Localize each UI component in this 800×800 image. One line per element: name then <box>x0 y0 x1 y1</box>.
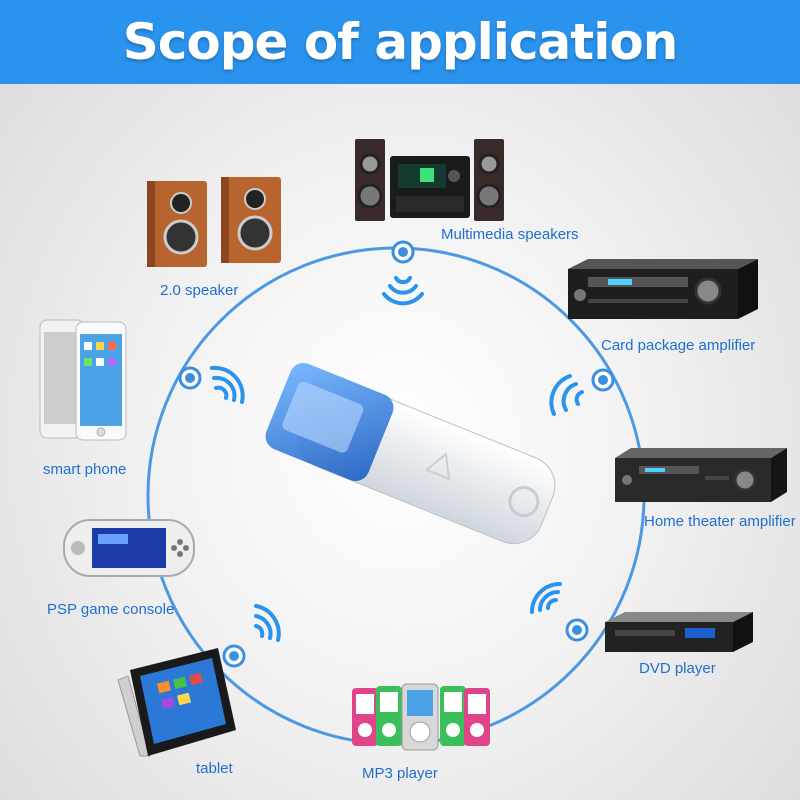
wifi-signal-icon <box>210 365 245 404</box>
device-label-mp3-player: MP3 player <box>362 765 438 782</box>
dvd-player-icon <box>605 612 753 652</box>
wifi-signal-icon <box>382 276 424 306</box>
device-label-multimedia-speakers: Multimedia speakers <box>441 226 579 243</box>
ring-node-bottom-left <box>222 644 246 668</box>
ring-node-top <box>391 240 415 264</box>
device-label-card-package-amplifier: Card package amplifier <box>601 337 756 354</box>
wifi-signal-icon <box>549 374 584 416</box>
psp-console-icon <box>63 519 195 577</box>
usb-bluetooth-dongle-icon <box>265 362 556 545</box>
ring-node-left <box>178 366 202 390</box>
device-label-dvd-player: DVD player <box>639 660 716 677</box>
ring-node-right <box>591 368 615 392</box>
tablet-icon <box>117 648 236 757</box>
hifi-system-icon <box>355 139 504 221</box>
mp3-player-icon <box>352 683 490 751</box>
device-label-2-0-speaker: 2.0 speaker <box>160 282 239 299</box>
wifi-signal-icon <box>530 582 562 614</box>
page-title: Scope of application <box>122 13 679 71</box>
ring-node-bottom-right <box>565 618 589 642</box>
device-label-tablet: tablet <box>196 760 233 777</box>
speaker-pair-icon <box>147 177 281 267</box>
smartphone-icon <box>39 319 127 441</box>
header-banner: Scope of application <box>0 0 800 84</box>
wifi-signal-icon <box>254 604 281 642</box>
amplifier-icon <box>568 259 758 319</box>
home-theater-amplifier-icon <box>615 448 787 502</box>
device-label-smart-phone: smart phone <box>43 461 127 478</box>
device-label-home-theater-amplifier: Home theater amplifier <box>644 513 796 530</box>
device-label-psp-game-console: PSP game console <box>47 601 175 618</box>
